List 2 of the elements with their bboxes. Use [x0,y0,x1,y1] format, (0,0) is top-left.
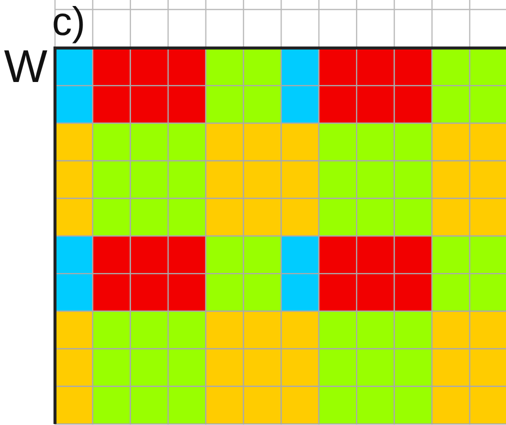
panel-label: c) [52,2,86,42]
axis-label: W [4,43,48,89]
